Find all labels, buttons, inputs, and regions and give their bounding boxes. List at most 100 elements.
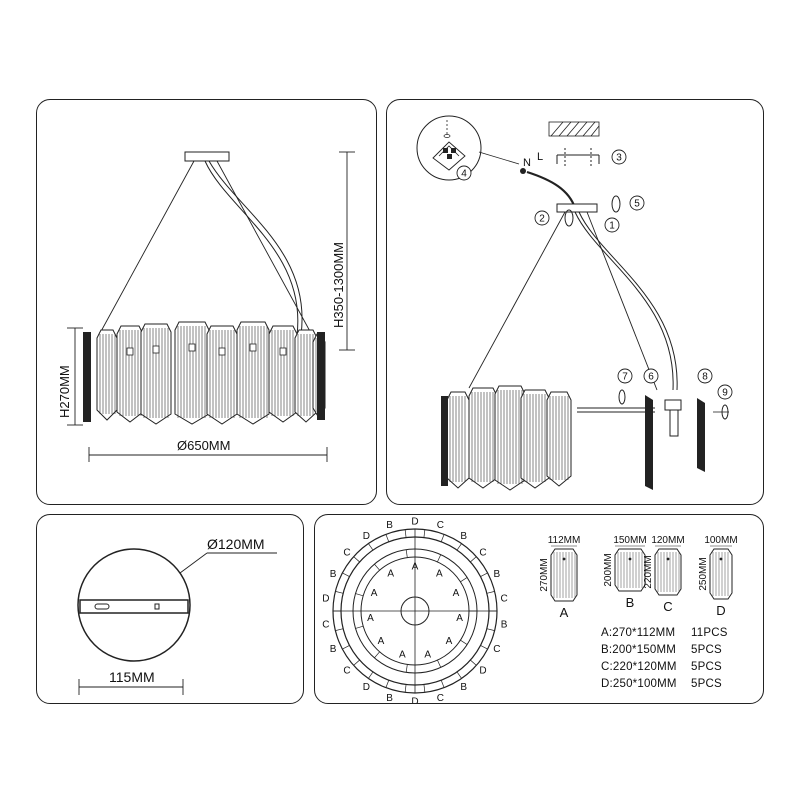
- suspension-cable: [586, 211, 658, 391]
- ring-letter: A: [456, 613, 463, 624]
- step-number: 9: [722, 388, 728, 399]
- crystal-plate: [174, 321, 210, 425]
- step-number: 6: [648, 372, 654, 383]
- ring-letter: D: [363, 531, 370, 542]
- spec-label: C:220*120MM: [601, 661, 677, 673]
- plate-letter: A: [560, 605, 569, 620]
- spec-quantity: 5PCS: [691, 644, 722, 656]
- canopy-hub: [556, 203, 598, 213]
- plate-shape-c: [654, 548, 682, 596]
- chandelier-body-partial: [441, 385, 572, 491]
- crystal-plate: [294, 329, 318, 423]
- plate-height-label: 270MM: [539, 558, 550, 591]
- power-cord: [578, 211, 678, 391]
- spec-quantity: 11PCS: [691, 627, 728, 639]
- ring-letter: B: [501, 619, 508, 630]
- ring-letter: D: [479, 665, 486, 676]
- plate-spec-list: A:270*112MM 11PCS B:200*150MM 5PCS C:220*120…: [601, 627, 728, 690]
- suspension-cable: [98, 160, 195, 336]
- plate-shape-a: [550, 548, 578, 602]
- crystal-plate: [116, 325, 144, 423]
- ring-letter: A: [453, 588, 460, 599]
- plate-letter: D: [716, 603, 725, 618]
- ring-letter: A: [367, 613, 374, 624]
- step-number: 4: [461, 169, 467, 180]
- ring-letter: D: [411, 697, 418, 704]
- ring-letter: B: [330, 644, 337, 655]
- ring-letter: A: [371, 588, 378, 599]
- canopy-plate: [79, 599, 189, 614]
- plate-width-label: 100MM: [704, 535, 737, 546]
- overview-drawing: H350-1300MM H270MM Ø650MM: [57, 151, 355, 462]
- ring-letter: C: [437, 693, 444, 703]
- step-number: 8: [702, 372, 708, 383]
- zoom-detail-bubble: [416, 115, 520, 181]
- step-number: 5: [634, 199, 640, 210]
- loose-plate-right: [697, 398, 705, 472]
- mounting-bracket: [556, 148, 600, 166]
- ring-letter: B: [386, 520, 393, 531]
- plate-letter: B: [626, 595, 635, 610]
- suspension-cable: [468, 211, 566, 389]
- step-number: 1: [609, 221, 615, 232]
- connector-cylinder: [669, 409, 679, 437]
- ring-letter: B: [494, 569, 501, 580]
- spec-quantity: 5PCS: [691, 661, 722, 673]
- rod-clamp: [664, 399, 682, 411]
- step-number: 3: [616, 153, 622, 164]
- body-height-label: H270MM: [57, 365, 72, 418]
- spec-label: A:270*112MM: [601, 627, 675, 639]
- canopy-diameter-label: Ø120MM: [207, 536, 265, 552]
- ring-letter: C: [437, 520, 444, 531]
- ring-letter: A: [446, 636, 453, 647]
- spec-label: D:250*100MM: [601, 678, 677, 690]
- ring-letter: C: [322, 619, 329, 630]
- ring-letter: B: [330, 569, 337, 580]
- step-number: 2: [539, 214, 545, 225]
- canopy-panel: Ø120MM 115MM: [36, 514, 304, 704]
- ring-letter: C: [479, 548, 486, 559]
- ring-letter: B: [460, 682, 467, 693]
- ring-letter: B: [386, 693, 393, 703]
- wire-letter-n: N: [523, 157, 531, 169]
- ring-letter: A: [436, 569, 443, 580]
- ring-letter: A: [387, 569, 394, 580]
- spec-quantity: 5PCS: [691, 678, 722, 690]
- plate-width-label: 120MM: [651, 535, 684, 546]
- plate-shape-d: [709, 548, 733, 600]
- ceiling-canopy: [184, 151, 230, 162]
- ring-letter: C: [493, 644, 500, 655]
- ring-letter: A: [424, 650, 431, 661]
- power-cord: [204, 160, 299, 336]
- plate-types: 112MM270MMA150MM200MMB120MM220MMC100MM25…: [539, 535, 738, 620]
- plate-width-label: 150MM: [613, 535, 646, 546]
- power-cord: [574, 211, 674, 391]
- suspension-cable: [216, 160, 313, 336]
- plate-height-label: 250MM: [698, 557, 709, 590]
- ring-letter: A: [399, 650, 406, 661]
- spec-label: B:200*150MM: [601, 644, 676, 656]
- plate-letter: C: [663, 599, 672, 614]
- chandelier-body: [83, 321, 326, 425]
- diameter-label: Ø650MM: [177, 438, 230, 453]
- ring-letter: A: [378, 636, 385, 647]
- height-label: H350-1300MM: [331, 242, 346, 328]
- canopy-hole: [154, 603, 160, 610]
- plate-width-label: 112MM: [548, 535, 581, 546]
- ring-letter: D: [363, 682, 370, 693]
- power-cord: [208, 160, 303, 336]
- ring-letter: D: [411, 517, 418, 528]
- step-number: 7: [622, 372, 628, 383]
- ceiling-hatch: [548, 121, 600, 137]
- ring-letter: C: [343, 548, 350, 559]
- wire-arm: [526, 170, 577, 209]
- ring-letter: D: [322, 594, 329, 605]
- loose-plate: [645, 395, 653, 490]
- overview-panel: H350-1300MM H270MM Ø650MM: [36, 99, 377, 505]
- ring-letter: C: [343, 665, 350, 676]
